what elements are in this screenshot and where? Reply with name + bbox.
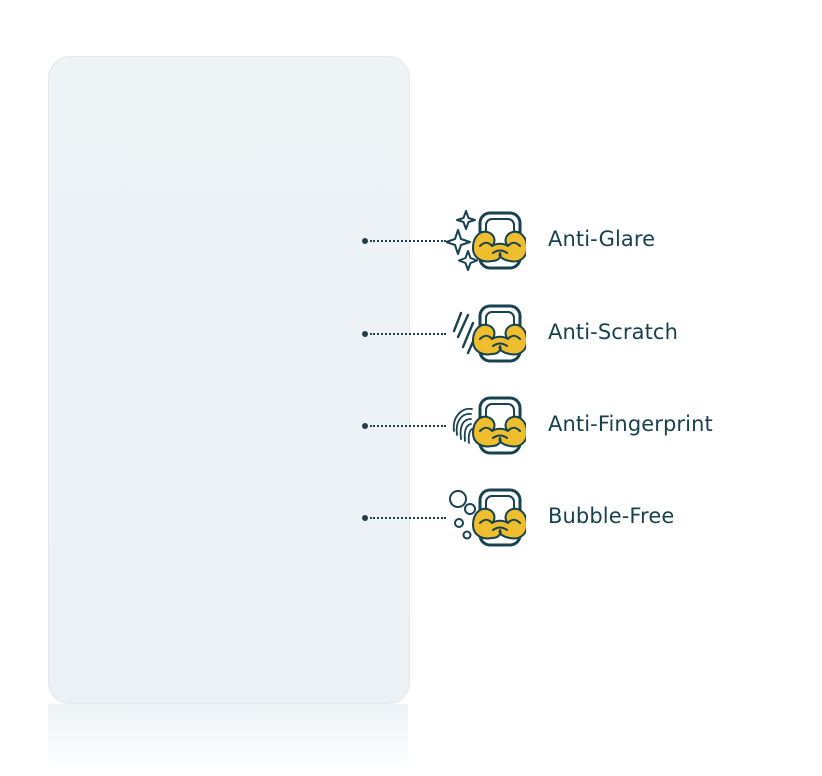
protected-phone-icon: [472, 211, 526, 270]
feature-anti-scratch: Anti-Scratch: [362, 301, 802, 367]
callout-leader-line: [370, 425, 446, 427]
protected-phone-icon: [472, 396, 526, 455]
fingerprint-icon: [452, 396, 526, 455]
feature-label: Bubble-Free: [548, 504, 675, 528]
callout-leader-line: [370, 333, 446, 335]
callout-dot: [362, 331, 368, 337]
callout-leader-line: [370, 517, 446, 519]
feature-label: Anti-Scratch: [548, 320, 678, 344]
callout-leader-line: [370, 240, 446, 242]
feature-label: Anti-Fingerprint: [548, 412, 713, 436]
bubbles-icon: [449, 488, 526, 547]
protected-phone-icon: [472, 488, 526, 547]
callout-dot: [362, 423, 368, 429]
feature-anti-fingerprint: Anti-Fingerprint: [362, 393, 802, 459]
callout-dot: [362, 238, 368, 244]
feature-bubble-free: Bubble-Free: [362, 485, 802, 551]
protector-reflection: [48, 704, 408, 774]
scratch-icon: [452, 304, 526, 363]
feature-label: Anti-Glare: [548, 227, 656, 251]
sparkle-icon: [446, 210, 526, 271]
screen-protector-film: [48, 56, 410, 704]
callout-dot: [362, 515, 368, 521]
feature-anti-glare: Anti-Glare: [362, 208, 802, 274]
protected-phone-icon: [472, 304, 526, 363]
